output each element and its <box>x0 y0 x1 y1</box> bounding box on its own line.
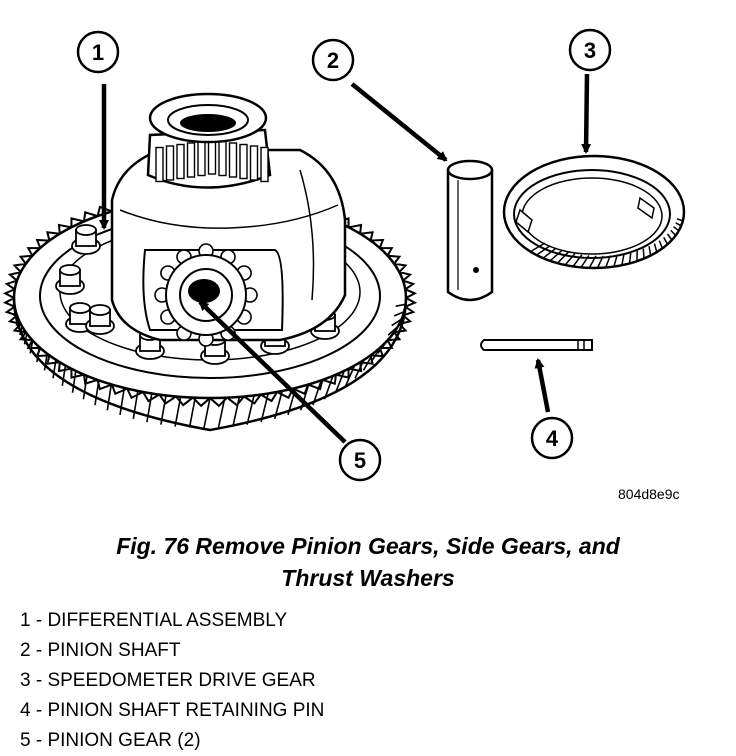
svg-text:2: 2 <box>327 48 339 73</box>
legend-item: 1 - DIFFERENTIAL ASSEMBLY <box>20 610 288 631</box>
callout-2: 2 <box>311 38 448 162</box>
legend-item: 4 - PINION SHAFT RETAINING PIN <box>20 700 325 721</box>
retaining-pin-drawing <box>480 339 593 351</box>
speedometer-drive-gear-drawing <box>502 154 686 270</box>
callout-5: 5 <box>198 300 382 482</box>
svg-text:4: 4 <box>546 426 559 451</box>
svg-text:1: 1 <box>92 40 104 65</box>
figure-code: 804d8e9c <box>618 486 680 502</box>
legend-item: 5 - PINION GEAR (2) <box>20 730 201 751</box>
caption-line-1: Fig. 76 Remove Pinion Gears, Side Gears,… <box>116 533 620 559</box>
ring-gear-face-teeth <box>11 303 406 429</box>
callout-3: 3 <box>568 28 612 154</box>
callout-1: 1 <box>76 30 120 230</box>
differential-case-rib <box>299 169 315 301</box>
pinion-shaft-drawing <box>446 159 494 302</box>
legend-item: 2 - PINION SHAFT <box>20 640 181 661</box>
svg-text:5: 5 <box>354 448 366 473</box>
pinion-gear-drawing <box>154 243 258 347</box>
ring-gear-side <box>12 297 408 432</box>
parts-legend: 1 - DIFFERENTIAL ASSEMBLY 2 - PINION SHA… <box>20 606 324 756</box>
legend-item: 3 - SPEEDOMETER DRIVE GEAR <box>20 670 316 691</box>
differential-assembly-drawing <box>2 92 418 432</box>
differential-case-shading <box>119 204 339 229</box>
exploded-parts-diagram: 1 2 3 4 5 <box>2 28 686 482</box>
svg-text:3: 3 <box>584 38 596 63</box>
caption-line-2: Thrust Washers <box>281 565 455 591</box>
figure-caption: Fig. 76 Remove Pinion Gears, Side Gears,… <box>0 530 736 594</box>
callout-4: 4 <box>530 358 574 460</box>
side-bearing-drawing <box>146 92 272 189</box>
